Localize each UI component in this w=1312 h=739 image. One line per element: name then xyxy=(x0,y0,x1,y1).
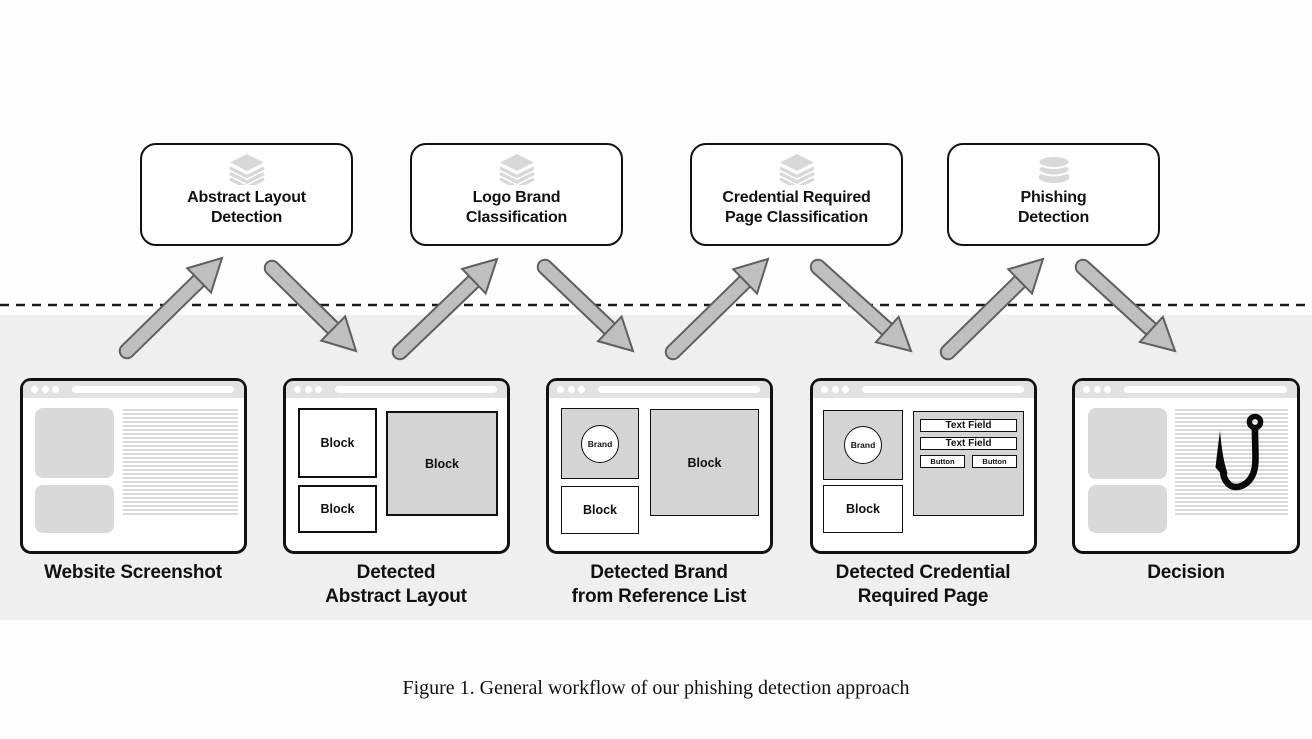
image-placeholder xyxy=(35,408,114,478)
text-field-box: Text Field xyxy=(920,437,1017,450)
browser-chrome xyxy=(1075,381,1297,398)
window-dot xyxy=(831,386,839,393)
model-label: Credential Required Page Classification xyxy=(722,188,870,228)
browser-chrome xyxy=(813,381,1034,398)
model-box-abstract-layout-detection: Abstract Layout Detection xyxy=(140,143,353,246)
window-dot xyxy=(842,386,849,393)
browser-window-detected-credential-page: Brand Block Text Field Text Field Button… xyxy=(810,378,1037,554)
window-dot xyxy=(567,386,575,393)
stage-label-line: Abstract Layout xyxy=(325,586,467,607)
window-dots xyxy=(1083,386,1111,393)
brand-block: Brand xyxy=(561,408,639,479)
layers-icon xyxy=(778,154,816,185)
address-bar xyxy=(598,386,760,393)
address-bar xyxy=(335,386,497,393)
layout-block: Block xyxy=(823,485,903,533)
browser-window-detected-abstract-layout: Block Block Block xyxy=(283,378,510,554)
model-box-credential-required-page-classification: Credential Required Page Classification xyxy=(690,143,903,246)
stage-label-line: from Reference List xyxy=(571,586,747,607)
image-placeholder xyxy=(1088,408,1167,479)
brand-logo-circle: Brand xyxy=(844,426,882,464)
window-dot xyxy=(41,386,49,393)
image-placeholder xyxy=(35,485,114,533)
browser-chrome xyxy=(286,381,507,398)
stage-label-line: Decision xyxy=(1147,562,1225,583)
model-label-line: Detection xyxy=(1017,209,1090,226)
model-label-line: Phishing xyxy=(1020,189,1087,206)
model-label-line: Abstract Layout xyxy=(187,189,306,206)
brand-block: Brand xyxy=(823,410,903,480)
stage-label-line: Detected xyxy=(356,562,436,583)
window-dots xyxy=(821,386,849,393)
text-lines-placeholder xyxy=(123,409,238,515)
window-dot xyxy=(821,386,828,393)
model-label-line: Credential Required xyxy=(722,189,871,206)
stage-label-detected-abstract-layout: Detected Abstract Layout xyxy=(256,561,536,609)
credential-panel: Text Field Text Field Button Button xyxy=(913,411,1024,516)
window-dot xyxy=(52,386,59,393)
stage-label-line: Website Screenshot xyxy=(44,562,222,583)
brand-logo-circle: Brand xyxy=(581,424,619,463)
window-dots xyxy=(557,386,585,393)
layout-block: Block xyxy=(298,485,377,533)
model-label-line: Page Classification xyxy=(725,209,868,226)
figure-caption: Figure 1. General workflow of our phishi… xyxy=(402,677,910,699)
stage-label-line: Detected Credential xyxy=(835,562,1011,583)
window-dot xyxy=(315,386,322,393)
stage-label-detected-brand: Detected Brand from Reference List xyxy=(519,561,799,609)
window-dots xyxy=(294,386,322,393)
stage-label-line: Required Page xyxy=(857,586,989,607)
button-box: Button xyxy=(920,455,965,468)
address-bar xyxy=(72,386,234,393)
layers-icon xyxy=(498,154,536,185)
window-dot xyxy=(294,386,301,393)
window-dot xyxy=(1093,386,1101,393)
stage-label-line: Detected Brand xyxy=(590,562,728,583)
database-icon xyxy=(1036,154,1072,185)
window-dot xyxy=(578,386,585,393)
address-bar xyxy=(1124,386,1287,393)
address-bar xyxy=(862,386,1024,393)
layers-icon xyxy=(228,154,266,185)
browser-window-decision xyxy=(1072,378,1300,554)
layout-block: Block xyxy=(298,408,377,478)
image-placeholder xyxy=(1088,485,1167,533)
window-dots xyxy=(31,386,59,393)
stage-label-website-screenshot: Website Screenshot xyxy=(0,561,273,585)
window-dot xyxy=(31,386,38,393)
model-label-line: Logo Brand xyxy=(472,189,561,206)
window-dot xyxy=(1083,386,1090,393)
model-label-line: Classification xyxy=(465,209,568,226)
browser-window-website-screenshot xyxy=(20,378,247,554)
button-box: Button xyxy=(972,455,1017,468)
model-box-phishing-detection: Phishing Detection xyxy=(947,143,1160,246)
window-dot xyxy=(304,386,312,393)
window-dot xyxy=(1104,386,1111,393)
window-dot xyxy=(557,386,564,393)
text-field-box: Text Field xyxy=(920,419,1017,432)
layout-block: Block xyxy=(386,411,498,516)
fishing-hook-icon xyxy=(1214,407,1270,506)
browser-chrome xyxy=(549,381,770,398)
stage-label-detected-credential-page: Detected Credential Required Page xyxy=(783,561,1063,609)
model-label-line: Detection xyxy=(210,209,283,226)
layout-block: Block xyxy=(561,486,639,534)
text-lines-placeholder xyxy=(1175,409,1288,517)
stage-label-decision: Decision xyxy=(1046,561,1312,585)
model-label: Abstract Layout Detection xyxy=(187,188,306,228)
button-row: Button Button xyxy=(920,455,1017,468)
browser-window-detected-brand: Brand Block Block xyxy=(546,378,773,554)
model-label: Phishing Detection xyxy=(1018,188,1089,228)
model-box-logo-brand-classification: Logo Brand Classification xyxy=(410,143,623,246)
layout-block: Block xyxy=(650,409,759,516)
browser-chrome xyxy=(23,381,244,398)
model-label: Logo Brand Classification xyxy=(466,188,567,228)
